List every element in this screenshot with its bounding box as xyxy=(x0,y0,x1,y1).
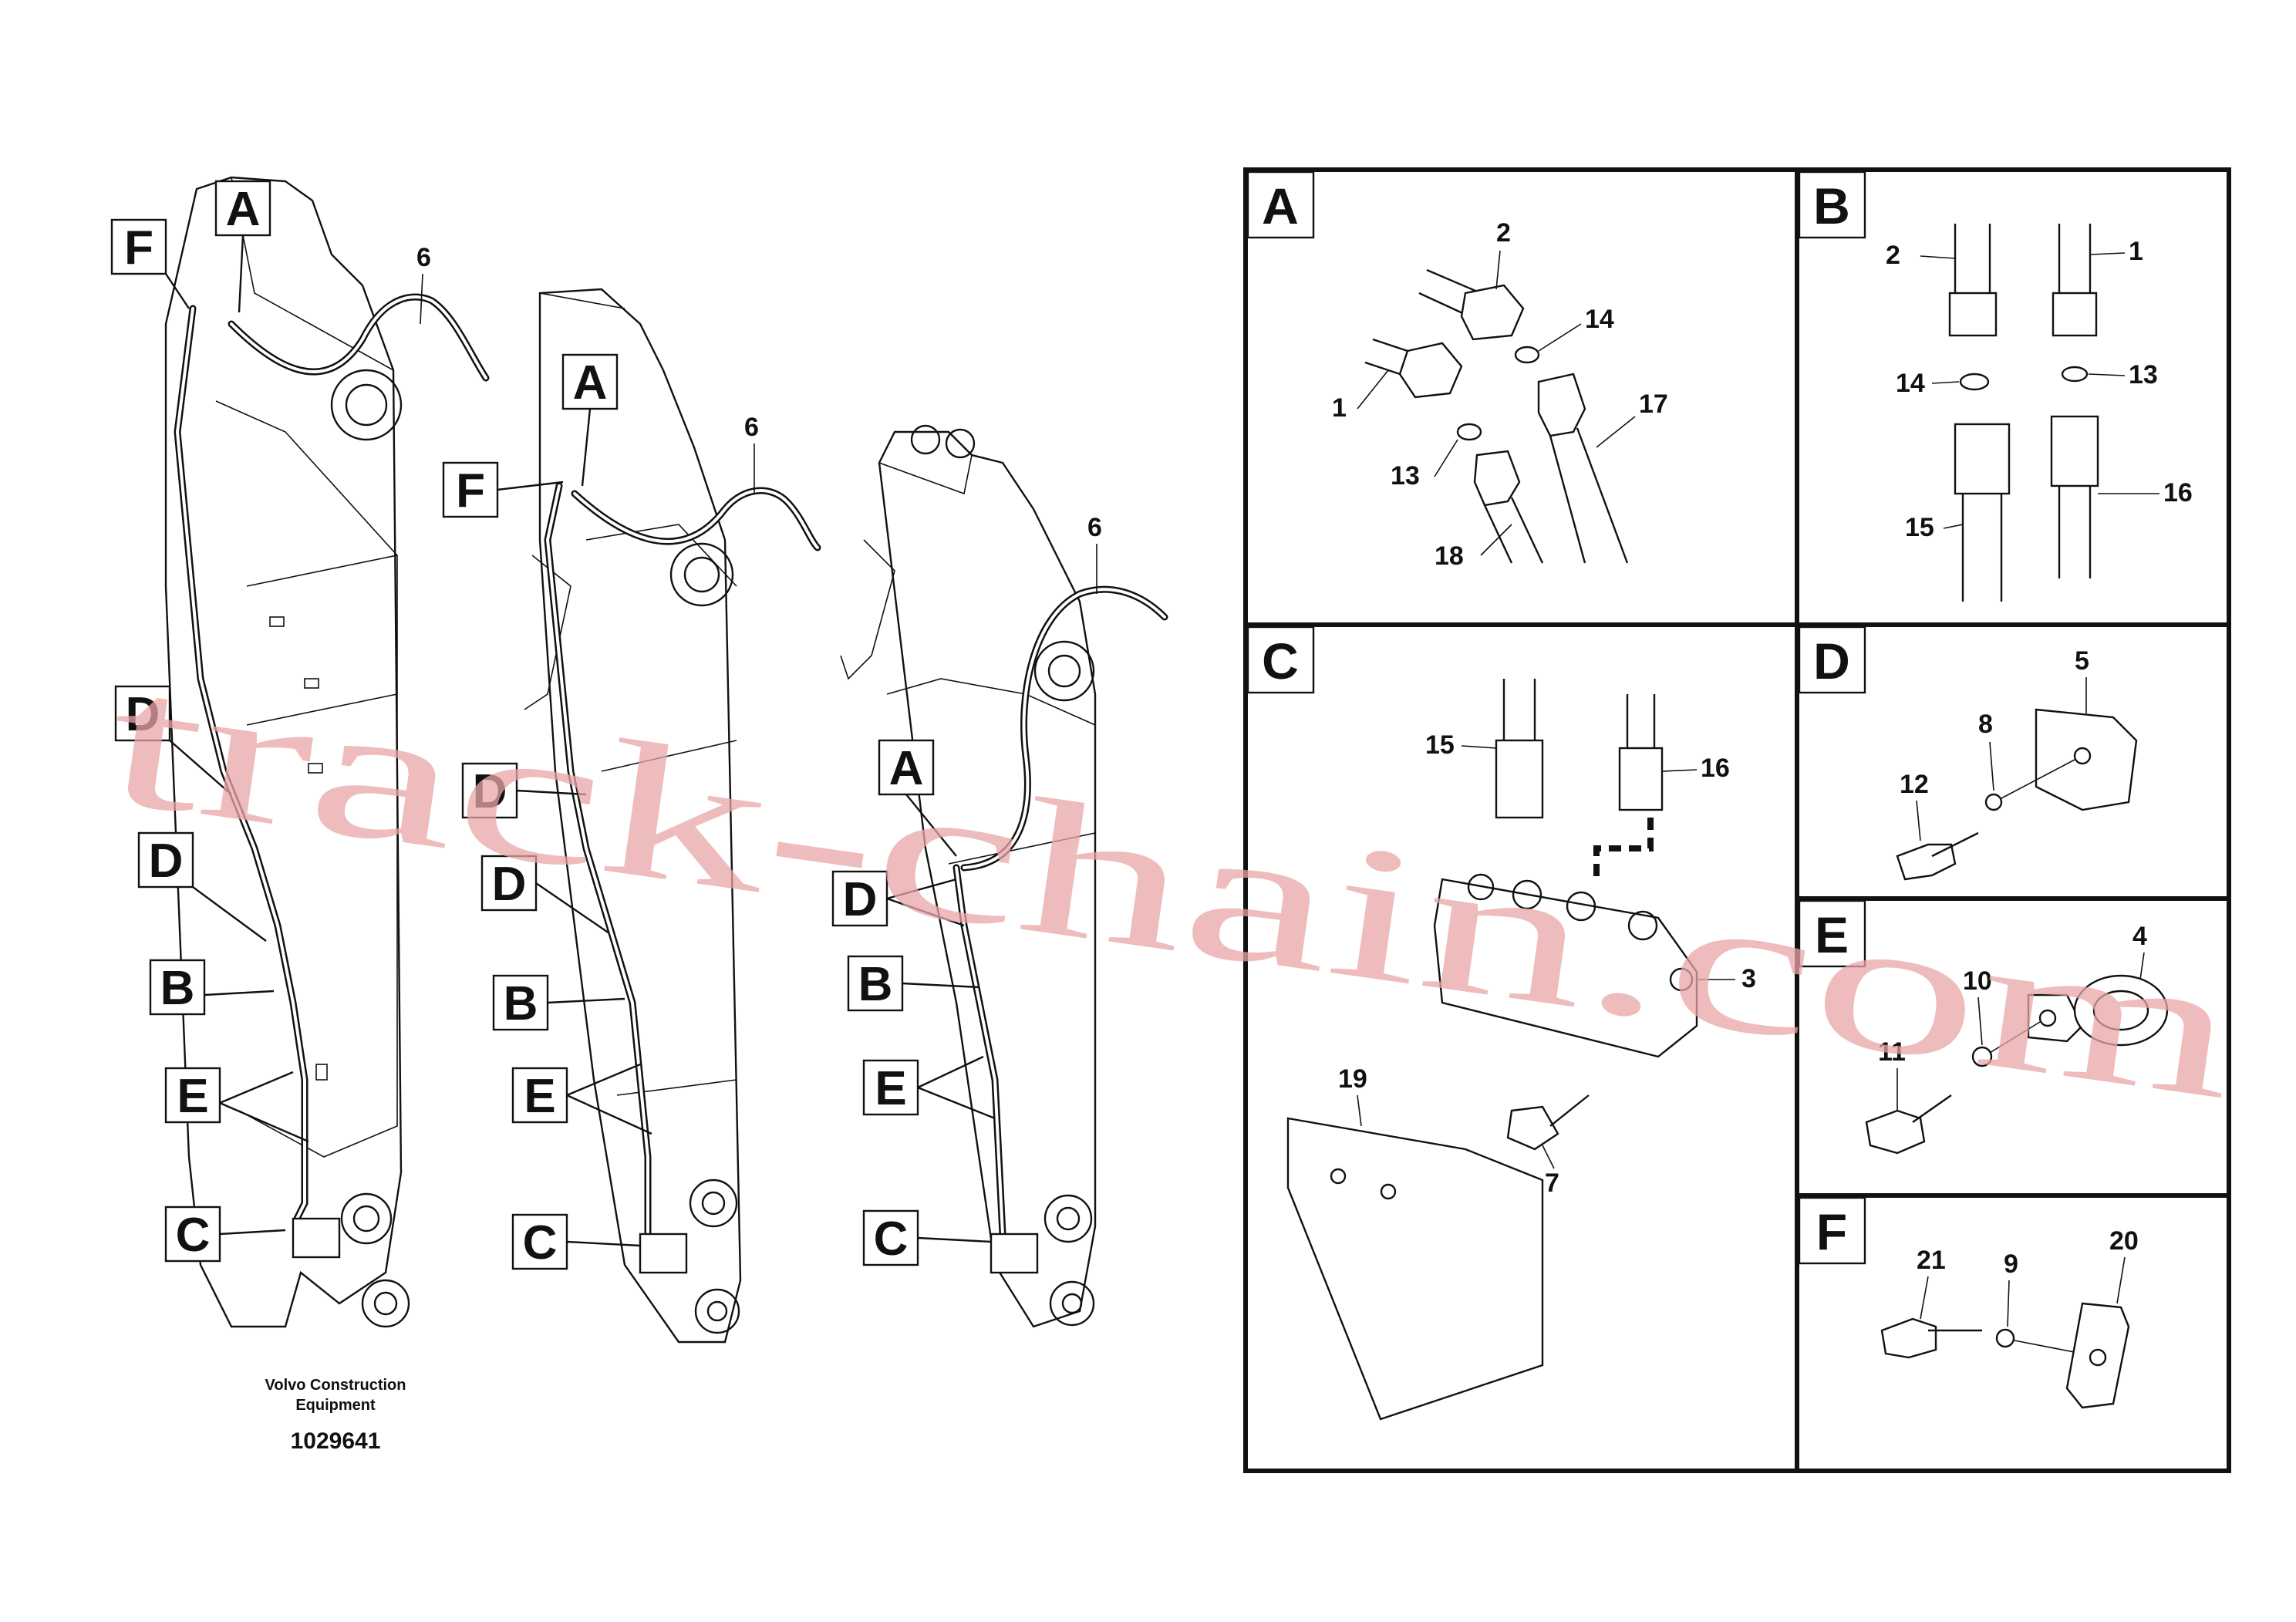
arm1-letter-box-d1 xyxy=(114,685,171,742)
arm1-letter-a: A xyxy=(226,183,261,236)
arm2-letter-box-e xyxy=(511,1067,568,1124)
arm3-letter-e: E xyxy=(875,1062,906,1115)
arm1-letter-box-d2 xyxy=(137,831,194,889)
arm3-letter-box-c xyxy=(862,1209,919,1266)
panel-c-part-7: 7 xyxy=(1545,1168,1559,1198)
arm2-letter-c: C xyxy=(523,1216,558,1270)
arm2-letter-a: A xyxy=(573,356,608,410)
panel-d: D 5 8 12 xyxy=(1798,626,2138,881)
detail-panels: A 2 14 1 17 13 18 B xyxy=(1243,167,2231,1473)
arm2-letter-box-d2 xyxy=(480,855,538,912)
arm1-letter-box-c xyxy=(164,1206,221,1263)
arm1-letter-box-f xyxy=(110,218,167,275)
panel-e-part-4: 4 xyxy=(2132,922,2147,951)
panel-a-part-2: 2 xyxy=(1496,218,1511,248)
panel-c-letter: C xyxy=(1262,632,1299,690)
panel-e: E 4 10 11 xyxy=(1798,899,2169,1155)
arm1-letter-d1: D xyxy=(126,688,160,741)
panel-a-part-17: 17 xyxy=(1639,389,1668,419)
panel-f-part-20: 20 xyxy=(2109,1226,2139,1256)
arm2-letter-b: B xyxy=(504,977,538,1030)
panel-d-part-5: 5 xyxy=(2075,646,2089,676)
arm1-letter-box-a xyxy=(214,180,271,237)
panel-b-part-13: 13 xyxy=(2129,360,2158,389)
panel-f-part-21: 21 xyxy=(1917,1246,1946,1275)
arm3-letter-b: B xyxy=(858,958,893,1011)
panel-c-part-3: 3 xyxy=(1741,964,1756,993)
panel-d-part-12: 12 xyxy=(1900,770,1929,799)
panel-b-part-16: 16 xyxy=(2163,478,2193,508)
watermark-text: track-chain.com xyxy=(97,630,2250,1140)
panel-e-part-10: 10 xyxy=(1963,966,1992,996)
panel-f-part-9: 9 xyxy=(2004,1249,2018,1279)
panel-f: F 21 9 20 xyxy=(1798,1196,2139,1409)
arm2-letter-box-d1 xyxy=(461,762,518,819)
arm2-letter-box-a xyxy=(561,353,619,410)
arm-2: A F D D B E C 6 xyxy=(442,288,821,1344)
arm-3: A D B E C 6 xyxy=(831,424,1168,1328)
arm3-letter-c: C xyxy=(874,1212,909,1266)
document-number: 1029641 xyxy=(291,1428,381,1454)
panel-b-part-2: 2 xyxy=(1886,241,1900,270)
panel-f-letter: F xyxy=(1816,1203,1847,1260)
panel-a-part-1: 1 xyxy=(1332,393,1347,423)
panel-a-letter: A xyxy=(1262,177,1299,234)
arm3-part-6: 6 xyxy=(1087,513,1102,542)
panel-c-part-15: 15 xyxy=(1425,730,1455,760)
arm1-letter-box-b xyxy=(149,959,206,1016)
arm-1: F A D D B E C 6 xyxy=(110,176,490,1328)
panel-a-part-13: 13 xyxy=(1391,461,1420,491)
brand-line-2: Equipment xyxy=(295,1397,376,1414)
panel-a-part-18: 18 xyxy=(1435,541,1464,571)
arm2-letter-d2: D xyxy=(492,858,527,911)
panel-d-letter: D xyxy=(1813,632,1850,690)
panel-d-part-8: 8 xyxy=(1978,710,1993,739)
arm1-letter-e: E xyxy=(177,1070,208,1123)
panel-b-part-1: 1 xyxy=(2129,237,2143,266)
panel-b-letter: B xyxy=(1813,177,1850,234)
arm1-letter-c: C xyxy=(176,1209,211,1262)
arm3-letter-d: D xyxy=(843,873,878,926)
arm2-letter-e: E xyxy=(524,1070,555,1123)
arm1-letter-d2: D xyxy=(149,835,184,888)
arm3-letter-box-d xyxy=(831,870,888,927)
panel-a: A 2 14 1 17 13 18 xyxy=(1246,170,1668,571)
panel-b: B 2 1 14 13 15 16 xyxy=(1798,170,2193,602)
panel-b-part-15: 15 xyxy=(1905,513,1934,542)
panel-c: C 15 16 3 19 7 xyxy=(1246,626,1756,1421)
panel-a-part-14: 14 xyxy=(1585,305,1614,334)
arm1-letter-b: B xyxy=(160,962,195,1015)
panel-b-part-14: 14 xyxy=(1896,369,1925,398)
panel-c-part-19: 19 xyxy=(1338,1064,1367,1094)
arm3-letter-box-e xyxy=(862,1059,919,1116)
arm2-letter-f: F xyxy=(456,464,485,518)
arm1-letter-f: F xyxy=(124,221,153,275)
arm2-part-6: 6 xyxy=(744,413,759,442)
panel-e-part-11: 11 xyxy=(1878,1037,1906,1067)
brand-line-1: Volvo Construction xyxy=(265,1377,406,1394)
arm3-letter-a: A xyxy=(889,742,924,795)
arm1-letter-box-e xyxy=(164,1067,221,1124)
arm2-letter-box-f xyxy=(442,461,499,518)
panel-e-letter: E xyxy=(1815,906,1849,963)
arm1-part-6: 6 xyxy=(416,243,431,272)
panel-c-part-16: 16 xyxy=(1701,754,1730,783)
arm2-letter-d1: D xyxy=(473,765,507,818)
